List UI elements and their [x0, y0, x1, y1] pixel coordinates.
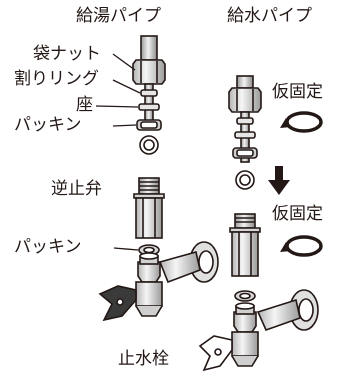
stop-valve-right — [198, 289, 319, 372]
label-seat: 座 — [76, 95, 93, 115]
down-arrow-icon — [268, 166, 290, 195]
pipe-end-left — [139, 135, 159, 155]
hot-pipe — [140, 35, 158, 61]
cold-pipe — [236, 75, 254, 89]
rotate-arrow-icon-head — [280, 242, 291, 252]
label-check-valve: 逆止弁 — [51, 179, 102, 199]
bag-nut-right — [228, 87, 262, 113]
label-stop-valve: 止水栓 — [118, 349, 169, 369]
label-temp-fix-bottom: 仮固定 — [272, 204, 323, 224]
label-packing-bottom: パッキン — [14, 237, 82, 257]
label-split-ring: 割りリング — [14, 69, 99, 89]
rotate-arrow-icon-head — [280, 118, 291, 128]
split-ring — [140, 89, 158, 97]
label-temp-fix-top: 仮固定 — [272, 82, 323, 102]
hot-pipe-header: 給湯パイプ — [76, 6, 161, 26]
seat — [138, 103, 160, 111]
leader-lines — [95, 53, 141, 251]
stop-valve-left — [98, 241, 219, 322]
rotate-arrow-icon — [285, 111, 323, 133]
pipe-end-right — [235, 170, 255, 190]
packing-top — [136, 119, 162, 131]
rotate-arrow-icon — [285, 235, 323, 257]
label-bag-nut: 袋ナット — [33, 44, 101, 64]
check-valve-right — [229, 213, 261, 277]
check-valve — [133, 177, 165, 239]
bag-nut — [132, 59, 166, 85]
cold-pipe-header: 給水パイプ — [227, 6, 312, 26]
label-packing-top: パッキン — [14, 115, 82, 135]
